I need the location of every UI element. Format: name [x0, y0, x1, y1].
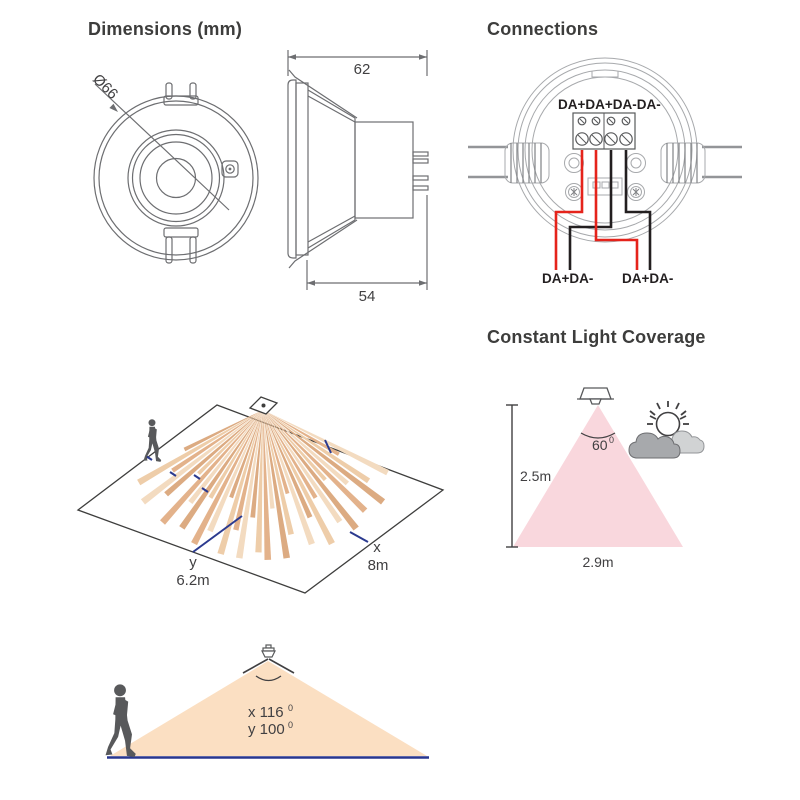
angle-arc: [580, 432, 616, 439]
fixing-screws: [565, 177, 645, 201]
x-angle-sup: 0: [288, 703, 293, 713]
constant-light-title: Constant Light Coverage: [487, 327, 706, 347]
detection-beam: [263, 410, 294, 535]
mounting-spring-right: [660, 142, 742, 184]
y-angle-label: y 100: [248, 721, 285, 738]
mounting-clip-top: [163, 82, 199, 106]
side-coverage-figure: x 116 0 y 100 0: [60, 620, 500, 790]
width-label: 62: [354, 61, 371, 78]
diameter-label: Ø66: [89, 71, 121, 103]
x-angle-label: x 116: [248, 704, 284, 721]
height-dimension: [506, 404, 518, 548]
detection-beam: [208, 410, 263, 499]
detection-beam: [250, 410, 263, 518]
downlight-icon: [261, 644, 276, 658]
black-wire: [624, 150, 652, 270]
sun-clouds-icon: [628, 401, 705, 459]
sensor-icon: [248, 396, 279, 415]
constant-light-figure: 60 0 2.5m 2.9m: [480, 355, 740, 595]
detection-beam: [160, 410, 263, 525]
detection-beam: [263, 410, 290, 495]
walking-person-icon: [143, 419, 162, 462]
detection-beam: [263, 410, 315, 546]
x-value-label: 8m: [368, 557, 389, 574]
detection-beam: [183, 410, 263, 452]
dali-wires: [554, 150, 652, 270]
black-wire: [568, 150, 613, 270]
detection-beam: [140, 410, 263, 505]
y-axis-label: y: [189, 554, 197, 571]
connector-pins: [412, 151, 429, 191]
beam-angle-sup: 0: [609, 435, 614, 445]
detection-beam: [179, 410, 263, 530]
beam-angle-label: 60: [592, 437, 608, 453]
connections-title: Connections: [487, 19, 599, 39]
depth-label: 54: [359, 288, 376, 305]
detection-beam: [263, 410, 290, 559]
coverage-width-label: 2.9m: [582, 554, 613, 570]
detection-beam: [137, 410, 263, 486]
detection-beam: [236, 410, 263, 559]
dimensions-title: Dimensions (mm): [88, 19, 243, 39]
mount-height-label: 2.5m: [520, 468, 551, 484]
terminal-block: [572, 112, 636, 150]
mounting-clip-bottom: [163, 227, 199, 264]
detection-beam: [263, 410, 327, 482]
detection-beam: [263, 410, 272, 560]
detection-beam-fan: [137, 410, 389, 560]
width-dimension: 62: [287, 50, 428, 78]
detection-beam: [191, 410, 263, 546]
y-value-label: 6.2m: [176, 572, 209, 589]
detection-beam: [217, 410, 263, 555]
detection-beam: [197, 410, 263, 475]
detection-beam: [263, 410, 368, 513]
detection-beam: [263, 410, 335, 546]
detection-beam: [263, 410, 371, 484]
sensor-front-view: Ø66: [89, 71, 259, 264]
screw-holes: [564, 153, 646, 173]
detection-beam: [263, 410, 340, 456]
connections-figure: DA+DA+DA-DA- DA+DA- DA+DA-: [460, 55, 750, 300]
detection-beam: [229, 410, 263, 499]
detection-beam: [255, 410, 263, 553]
detection-beam: [263, 410, 349, 486]
detection-beam: [263, 410, 359, 531]
coverage-cone: [110, 661, 427, 756]
red-wire: [554, 150, 584, 270]
left-output-label: DA+DA-: [542, 271, 593, 286]
detection-beam: [233, 410, 263, 531]
side-tab: [221, 160, 239, 178]
detection-beam: [171, 410, 263, 473]
diameter-dimension: Ø66: [89, 71, 230, 211]
detection-beam: [263, 410, 343, 524]
detection-beam: [263, 410, 275, 509]
sensor-side-view: 62: [287, 50, 429, 305]
detection-area-figure: y 6.2m x 8m: [60, 380, 480, 620]
dimensions-figure: Ø66 62: [80, 50, 450, 315]
mounting-spring-left: [468, 142, 550, 184]
x-axis-label: x: [373, 539, 381, 556]
detection-beam: [263, 410, 386, 505]
detection-beam: [207, 410, 263, 533]
light-beam-triangle: [513, 405, 683, 547]
y-angle-sup: 0: [288, 720, 293, 730]
detection-beam: [263, 410, 313, 519]
right-output-label: DA+DA-: [622, 271, 673, 286]
angle-marks: [242, 658, 295, 682]
detection-beam: [263, 410, 318, 499]
detection-beam: [188, 410, 263, 504]
red-wire: [594, 150, 639, 270]
detection-beam: [164, 410, 263, 497]
sensor-back-view: DA+DA+DA-DA- DA+DA- DA+DA-: [468, 57, 742, 286]
terminal-labels: DA+DA+DA-DA-: [558, 97, 661, 112]
cloud-front: [628, 432, 681, 459]
measurement-marks: [145, 439, 369, 553]
downlight-icon: [577, 387, 614, 405]
depth-dimension: 54: [306, 195, 428, 305]
